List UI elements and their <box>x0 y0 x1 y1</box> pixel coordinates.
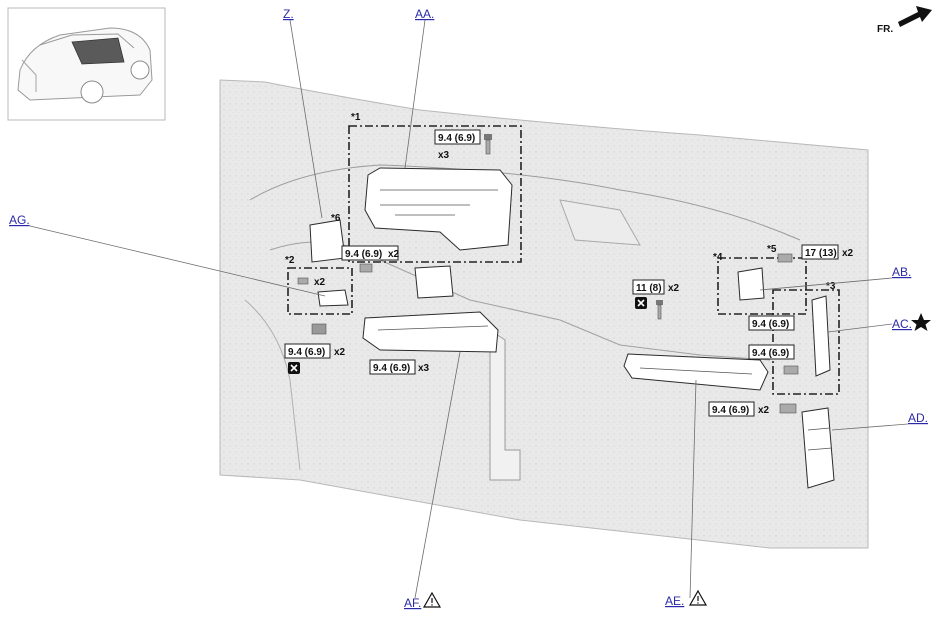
bracket-part <box>737 267 765 301</box>
front-arrow-icon <box>898 6 932 27</box>
bolt-icon <box>311 323 327 335</box>
group-3-label: *3 <box>826 281 836 292</box>
torque-qty-1: x3 <box>438 150 450 161</box>
callout-ac-link[interactable]: AC. <box>892 317 912 331</box>
caution-triangle-icon <box>422 591 442 608</box>
group-6-assembly: *6 9.4 (6.9) x2 <box>309 213 400 273</box>
callout-ag-link[interactable]: AG. <box>9 213 30 227</box>
star-icon <box>911 313 931 331</box>
group-5-label: *5 <box>767 244 777 255</box>
torque-box-5 <box>369 359 416 375</box>
bolt-icon <box>777 253 793 263</box>
group-1-assembly: *1 9.4 (6.9) x3 <box>348 112 522 263</box>
clip-icon <box>297 277 309 285</box>
lower-rack-part <box>362 311 499 353</box>
callout-z[interactable]: Z. <box>283 7 294 21</box>
group-2-assembly: *2 x2 <box>285 255 353 315</box>
rail-part <box>623 353 769 391</box>
group-6-label: *6 <box>331 213 341 224</box>
no-reuse-x-icon <box>288 362 300 374</box>
torque-qty-5: x3 <box>418 363 430 374</box>
callout-ab-link[interactable]: AB. <box>892 265 911 279</box>
group-3-boundary <box>772 289 840 395</box>
torque-box-10 <box>708 401 755 417</box>
torque-value-6: 11 (8) <box>636 283 662 294</box>
highlighted-dashboard-area <box>71 37 125 65</box>
bolt-icon <box>783 365 799 375</box>
torque-value-10: 9.4 (6.9) <box>712 405 749 416</box>
torque-qty-4: x2 <box>334 347 346 358</box>
center-components: 9.4 (6.9) x3 <box>362 265 499 375</box>
group-3-assembly: *3 9.4 (6.9) 9.4 (6.9) <box>748 281 840 395</box>
torque-value-5: 9.4 (6.9) <box>373 363 410 374</box>
torque-qty-7: x2 <box>842 248 854 259</box>
callout-ae-link[interactable]: AE. <box>665 594 684 608</box>
callout-z-link[interactable]: Z. <box>283 7 294 21</box>
torque-box-1 <box>434 129 481 145</box>
torque-box-2 <box>341 245 399 261</box>
torque-value-1: 9.4 (6.9) <box>438 133 475 144</box>
callout-aa-link[interactable]: AA. <box>415 7 434 21</box>
lower-right-fastener: 9.4 (6.9) x2 <box>708 401 797 417</box>
callout-aa[interactable]: AA. <box>415 7 434 21</box>
no-reuse-x-icon <box>635 297 647 309</box>
group-2-label: *2 <box>285 255 295 266</box>
leader-lines <box>29 19 909 599</box>
bolt-icon <box>484 134 492 155</box>
bolt-icon <box>779 403 797 414</box>
instrument-module-part <box>364 167 513 251</box>
center-right-fastener: 11 (8) x2 <box>632 279 680 320</box>
group-4-label: *4 <box>713 252 723 263</box>
torque-qty-10: x2 <box>758 405 770 416</box>
torque-box-7 <box>801 244 839 260</box>
callout-af[interactable]: AF. <box>404 591 442 610</box>
front-label: FR. <box>877 24 893 35</box>
vehicle-location-thumbnail <box>7 7 166 121</box>
callout-ac[interactable]: AC. <box>892 313 931 331</box>
group-1-label: *1 <box>351 112 361 123</box>
torque-value-9: 9.4 (6.9) <box>752 348 789 359</box>
lower-left-fastener: 9.4 (6.9) x2 <box>284 323 346 374</box>
side-bracket-part <box>811 295 831 377</box>
center-console-outline <box>489 329 521 481</box>
group-1-boundary <box>348 125 522 263</box>
callout-ab[interactable]: AB. <box>892 265 911 279</box>
torque-box-8 <box>748 315 795 331</box>
torque-box-9 <box>748 344 795 360</box>
group-4-assembly: *4 *5 17 (13) x2 <box>713 244 854 315</box>
callout-ag[interactable]: AG. <box>9 213 30 227</box>
group-2-boundary <box>287 267 353 315</box>
callout-af-link[interactable]: AF. <box>404 596 421 610</box>
torque-qty-2: x2 <box>388 249 400 260</box>
caution-triangle-icon <box>688 589 708 606</box>
callout-ad-link[interactable]: AD. <box>908 411 928 425</box>
callout-ad[interactable]: AD. <box>908 411 928 425</box>
bolt-icon <box>656 300 663 320</box>
front-direction-indicator: FR. <box>877 6 932 35</box>
torque-box-4 <box>284 343 331 359</box>
torque-value-2: 9.4 (6.9) <box>345 249 382 260</box>
sensor-module-part <box>309 219 346 263</box>
torque-box-6 <box>632 279 665 295</box>
torque-value-4: 9.4 (6.9) <box>288 347 325 358</box>
control-unit-part <box>414 265 454 299</box>
torque-value-7: 17 (13) <box>805 248 837 259</box>
torque-qty-3: x2 <box>314 277 326 288</box>
bolt-icon <box>359 263 373 273</box>
callout-ae[interactable]: AE. <box>665 589 708 608</box>
torque-qty-6: x2 <box>668 283 680 294</box>
connector-part <box>317 289 349 307</box>
torque-value-8: 9.4 (6.9) <box>752 319 789 330</box>
